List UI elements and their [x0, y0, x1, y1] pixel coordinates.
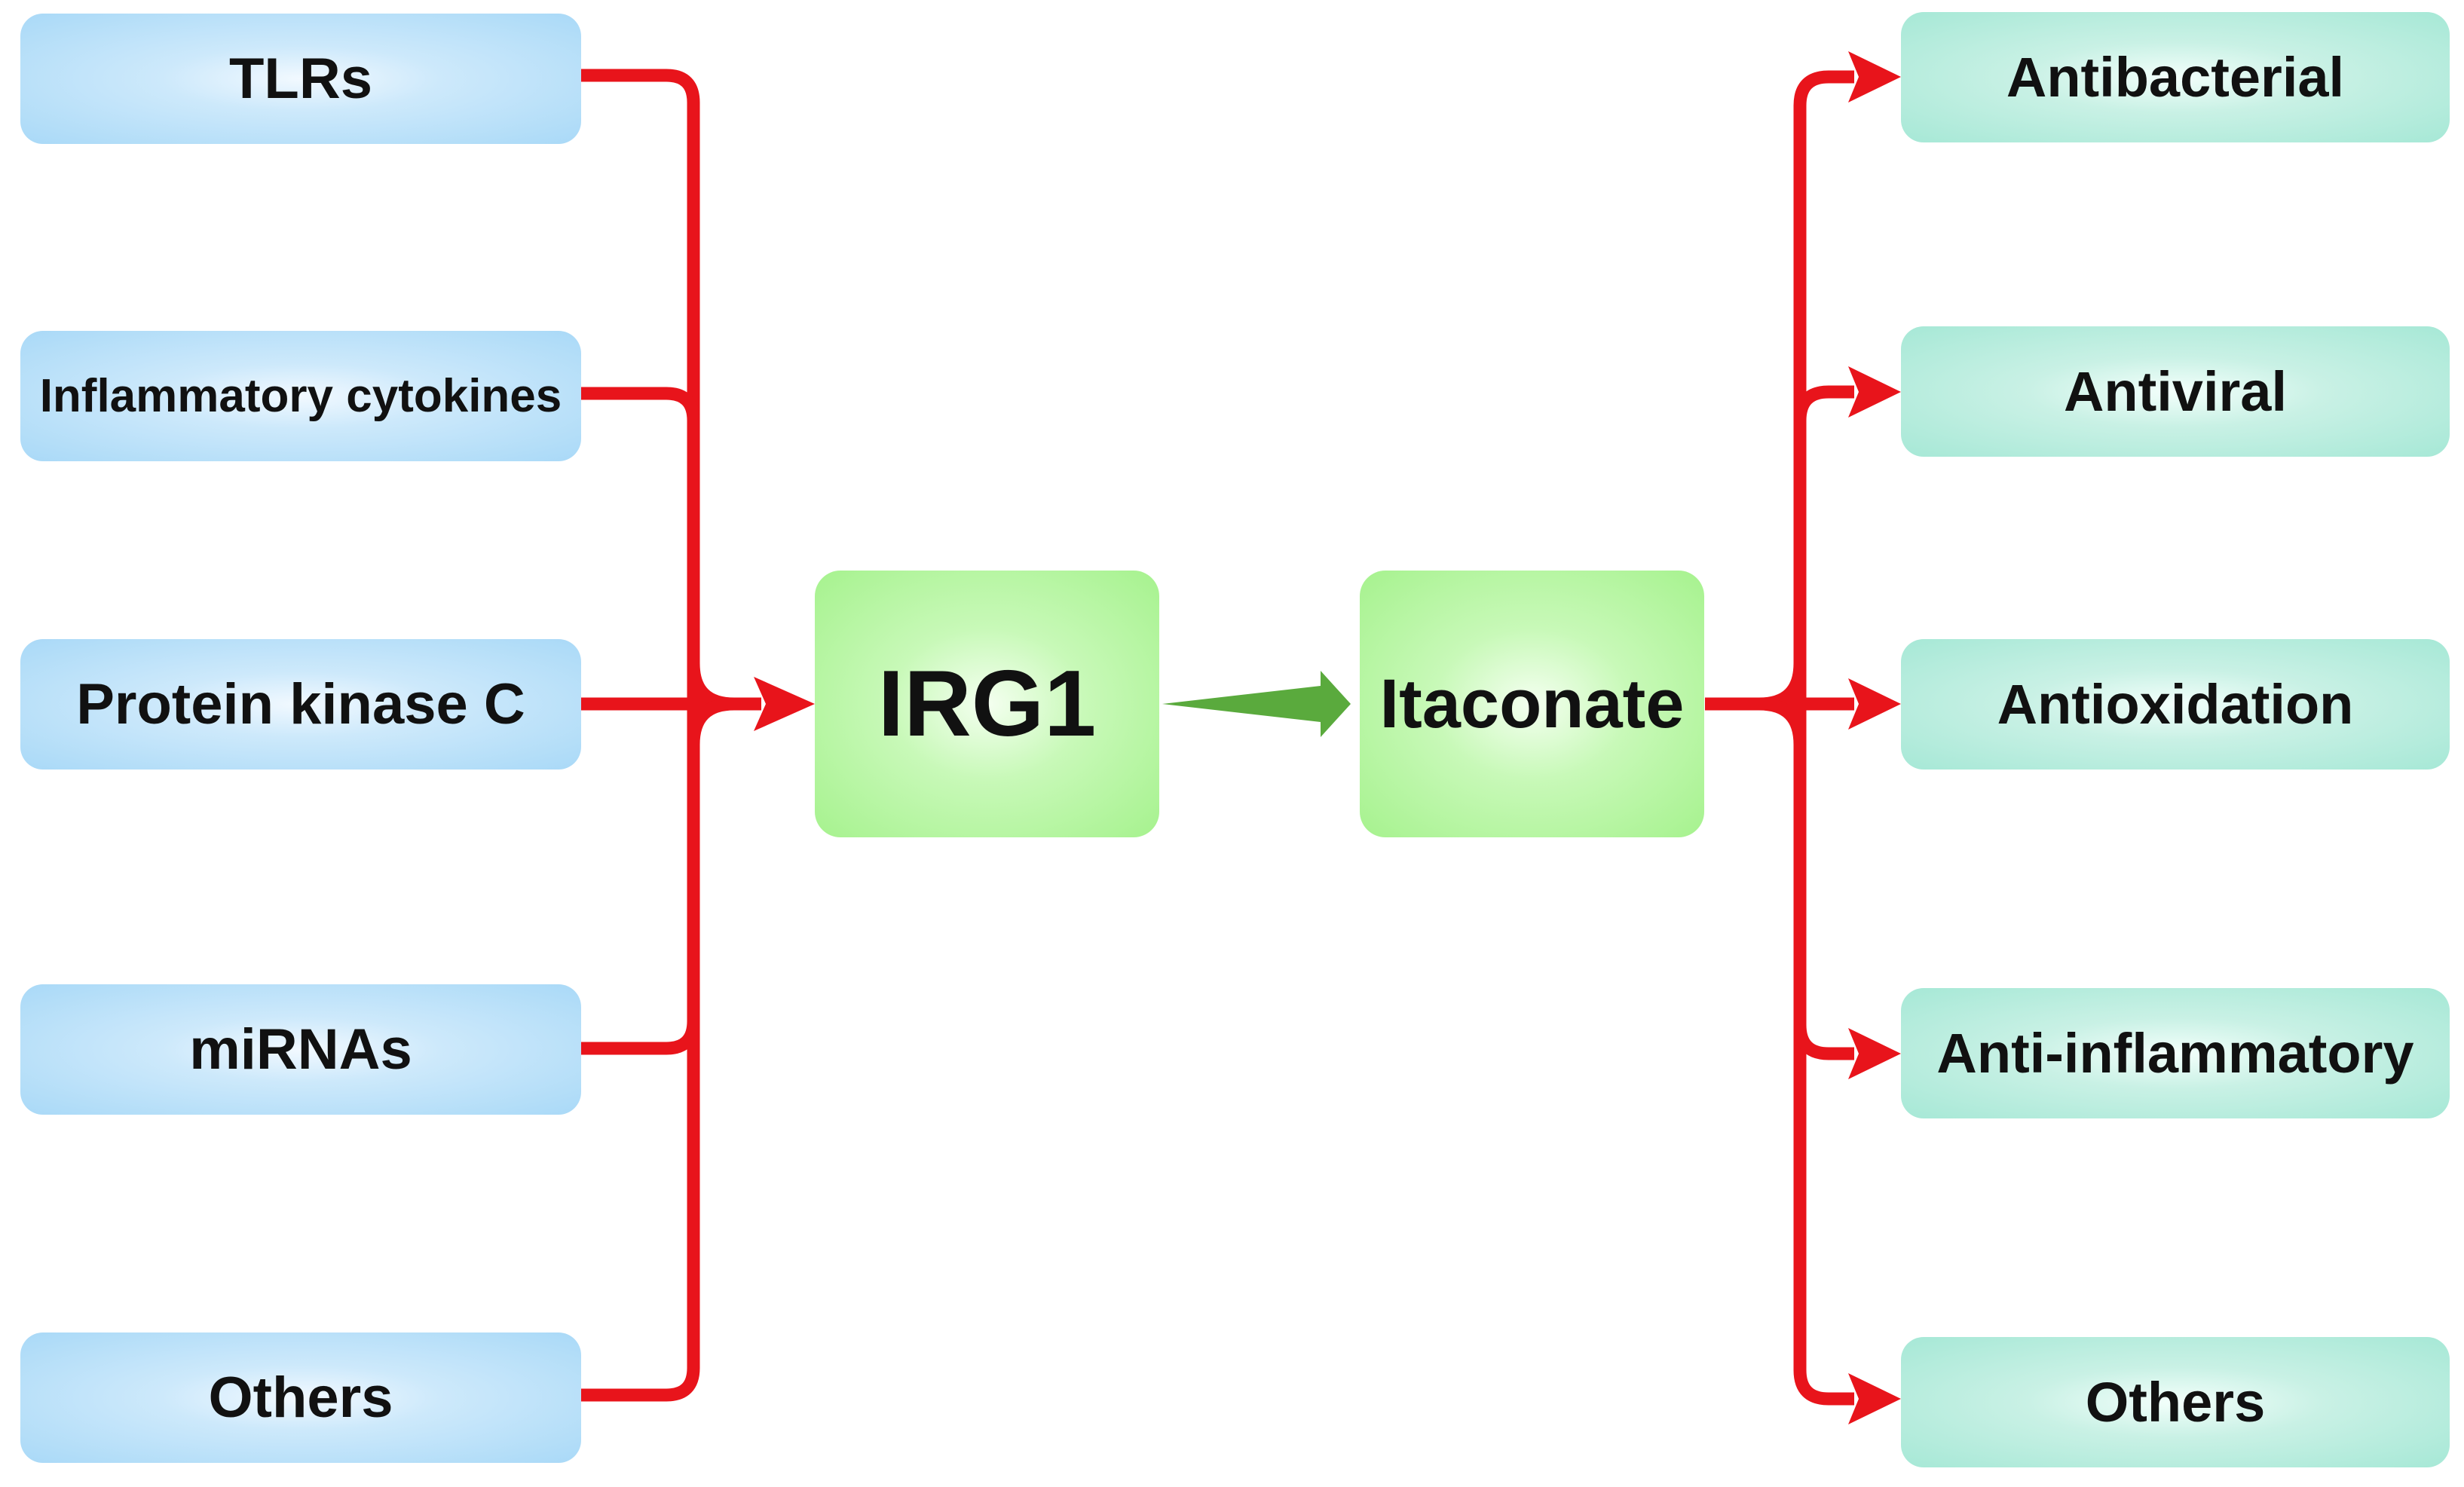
arrowhead-antibacterial [1848, 51, 1901, 102]
input-label: TLRs [229, 47, 372, 111]
output-label: Antibacterial [2006, 46, 2345, 109]
red-connector-lines [581, 69, 1854, 1406]
arrowhead-antiviral [1848, 366, 1901, 418]
connector-join-lower [1758, 697, 1807, 745]
red-arrowheads [754, 51, 1901, 1424]
irg1-label: IRG1 [877, 652, 1097, 756]
irg1-box: IRG1 [815, 571, 1159, 837]
arrowhead-others-output [1848, 1373, 1901, 1424]
connector-others-input [581, 704, 700, 1402]
output-label: Anti-inflammatory [1936, 1022, 2414, 1085]
output-box-others: Others [1901, 1337, 2450, 1467]
output-box-antiviral: Antiviral [1901, 326, 2450, 457]
arrowhead-antioxidation [1848, 678, 1901, 730]
output-label: Antiviral [2063, 360, 2288, 423]
input-box-protein-kinase-c: Protein kinase C [20, 639, 581, 770]
output-box-antibacterial: Antibacterial [1901, 12, 2450, 142]
connector-trunk-join-lower [687, 697, 735, 745]
input-box-others: Others [20, 1332, 581, 1463]
input-label: Inflammatory cytokines [39, 370, 562, 422]
green-conversion-arrow [1162, 671, 1351, 737]
connector-inflammatory-cytokines [581, 387, 700, 421]
output-label: Others [2085, 1371, 2266, 1433]
connector-antiviral [1793, 385, 1854, 421]
arrowhead-anti-inflammatory [1848, 1028, 1901, 1079]
arrowhead-irg1 [754, 677, 815, 731]
input-box-inflammatory-cytokines: Inflammatory cytokines [20, 331, 581, 461]
input-box-tlrs: TLRs [20, 14, 581, 144]
connector-tlrs [581, 69, 700, 704]
connector-mirnas [581, 1020, 700, 1055]
input-label: Protein kinase C [76, 672, 525, 736]
output-box-anti-inflammatory: Anti-inflammatory [1901, 988, 2450, 1118]
itaconate-label: Itaconate [1379, 665, 1685, 742]
input-label: Others [208, 1366, 393, 1430]
output-label: Antioxidation [1997, 673, 2354, 736]
input-label: miRNAs [189, 1017, 412, 1082]
connector-output-trunk-lower [1793, 704, 1854, 1406]
connector-anti-inflammatory [1793, 1024, 1854, 1060]
output-box-antioxidation: Antioxidation [1901, 639, 2450, 770]
itaconate-box: Itaconate [1360, 571, 1704, 837]
input-box-mirnas: miRNAs [20, 984, 581, 1115]
